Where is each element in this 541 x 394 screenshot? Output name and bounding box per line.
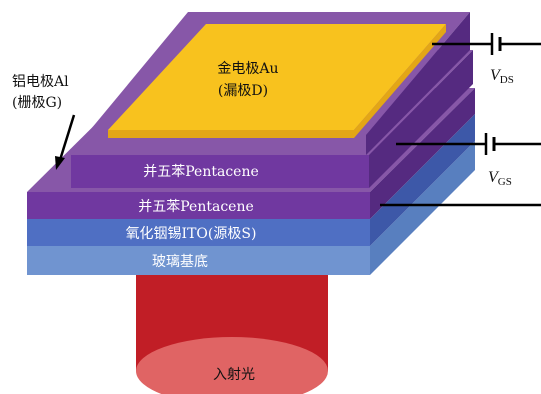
gate-pointer-arrowhead	[55, 156, 65, 170]
ito-layer	[27, 114, 475, 246]
gold-electrode	[108, 24, 446, 138]
glass-substrate-layer	[27, 141, 475, 275]
vgs-label: VGS	[488, 169, 512, 188]
pentacene-upper-label: 并五苯Pentacene	[143, 163, 259, 180]
ito-side-face	[370, 114, 475, 246]
drain-label: (漏极D)	[218, 83, 268, 99]
pentacene-lower-front-face	[27, 192, 370, 219]
gold-front-face	[108, 130, 354, 138]
circuit-wires	[58, 33, 541, 207]
pentacene-lower-side-face	[370, 88, 475, 219]
gold-label: 金电极Au	[217, 61, 278, 77]
glass-label: 玻璃基底	[152, 253, 208, 270]
ito-label: 氧化铟锡ITO(源极S)	[126, 226, 257, 242]
vds-label: VDS	[490, 67, 514, 86]
gate-label: (栅极G)	[12, 95, 62, 111]
layer-labels: 金电极Au (漏极D) 铝电极Al (栅极G) 并五苯Pentacene 并五苯…	[12, 61, 279, 383]
slab-side-face	[366, 12, 470, 155]
vds-subscript: DS	[500, 74, 514, 86]
gate-pointer-line	[58, 114, 76, 161]
pentacene-upper-side-face	[369, 50, 473, 188]
aluminum-label: 铝电极Al	[12, 74, 69, 90]
pentacene-lower-label: 并五苯Pentacene	[138, 198, 254, 215]
vgs-symbol: V	[488, 169, 500, 186]
pentacene-upper-front-face	[71, 155, 369, 188]
ito-front-face	[27, 219, 370, 246]
gold-side-face	[354, 24, 446, 138]
gold-top-face	[108, 24, 446, 130]
vgs-subscript: GS	[498, 176, 512, 188]
glass-front-face	[27, 246, 370, 275]
light-label: 入射光	[213, 367, 255, 383]
vds-symbol: V	[490, 67, 502, 84]
light-ellipse	[136, 337, 328, 394]
glass-side-face	[370, 141, 475, 275]
